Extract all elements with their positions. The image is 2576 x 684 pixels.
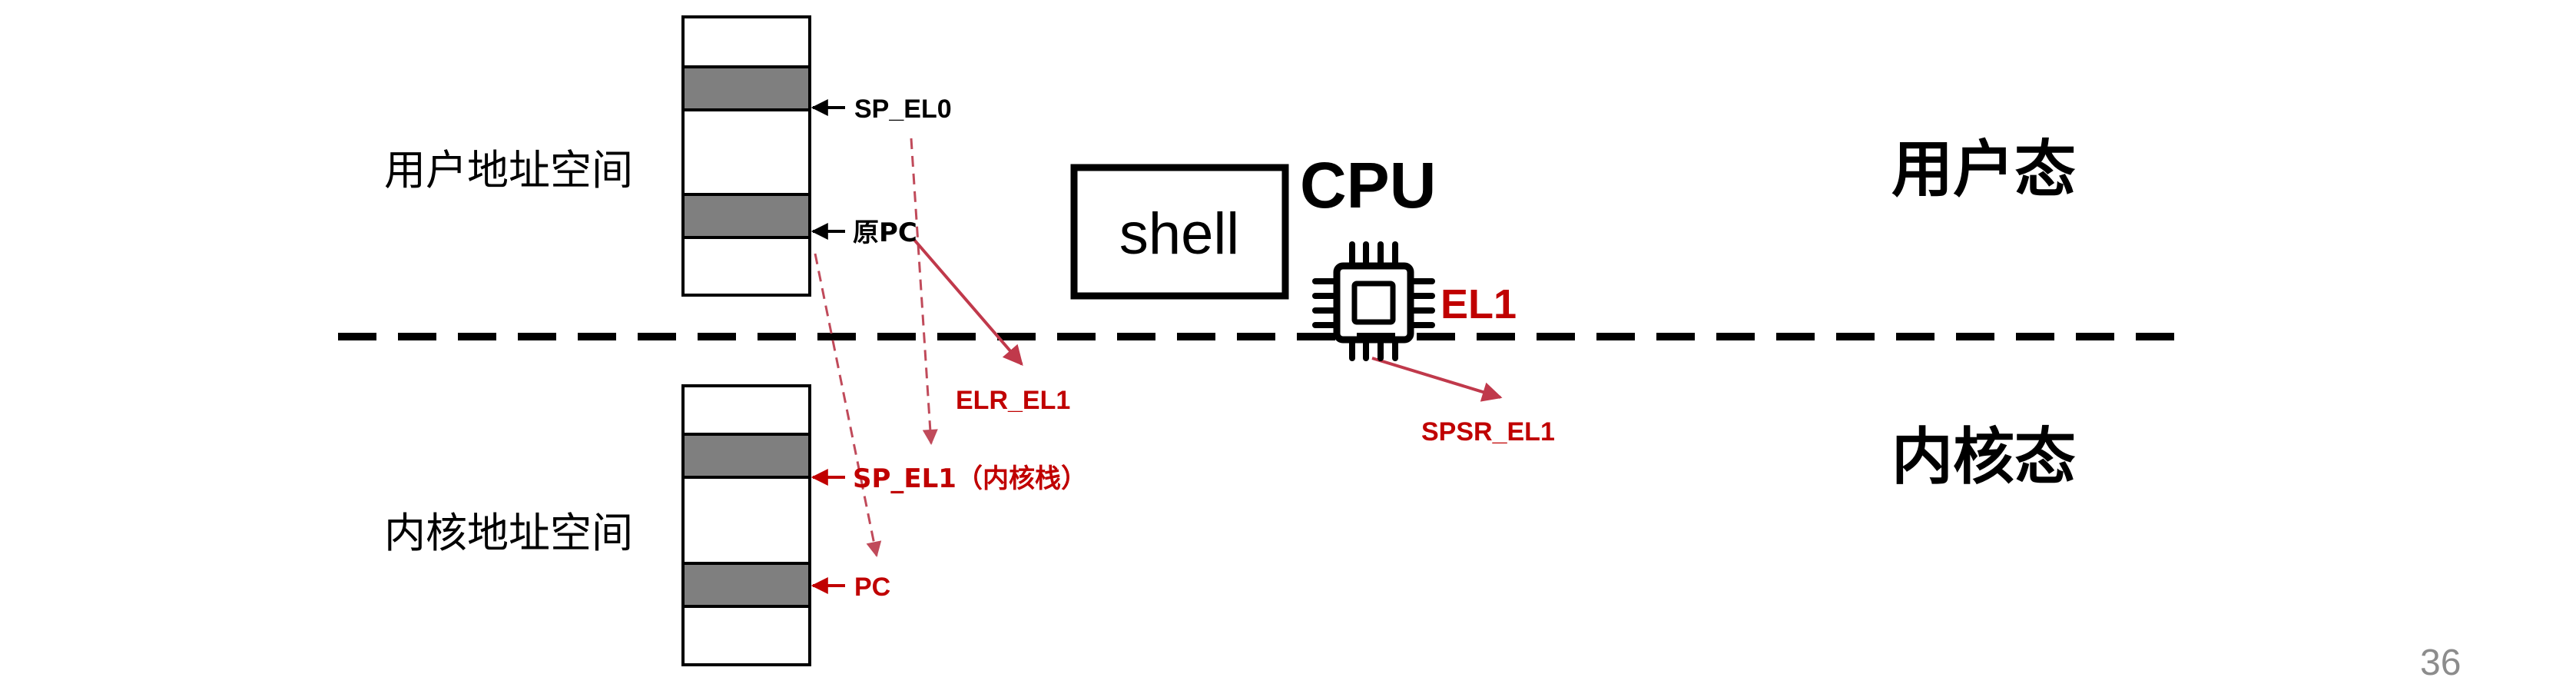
cpu-chip-icon	[1312, 241, 1435, 361]
orig-pc-to-elr-line	[913, 238, 1023, 366]
user-address-space-stack	[681, 15, 811, 297]
spsr-el1-label: SPSR_EL1	[1421, 417, 1555, 447]
elr-el1-label: ELR_EL1	[956, 386, 1070, 415]
kernel-stack-slot-pc	[681, 562, 811, 608]
sp-el1-label: SP_EL1（内核栈）	[853, 463, 1087, 494]
dashed-pc-save-line	[814, 253, 882, 557]
cpu-level-label: EL1	[1441, 281, 1517, 327]
kernel-mode-label: 内核态	[1891, 421, 2076, 493]
user-address-space-label: 用户地址空间	[384, 146, 633, 194]
dashed-sp-save-line	[910, 138, 938, 445]
cpu-to-spsr-line	[1371, 357, 1503, 402]
kernel-stack-slot-sp	[681, 433, 811, 479]
kernel-address-space-label: 内核地址空间	[384, 509, 633, 557]
user-stack-slot-sp	[681, 65, 811, 111]
pc-label: PC	[854, 573, 890, 602]
sp-el0-label: SP_EL0	[854, 95, 952, 124]
orig-pc-label: 原PC	[853, 217, 917, 248]
shell-box	[1070, 164, 1289, 300]
page-number: 36	[2420, 642, 2461, 683]
user-stack-slot-pc	[681, 193, 811, 239]
shell-label: shell	[1119, 201, 1239, 267]
kernel-address-space-stack	[681, 384, 811, 666]
cpu-title: CPU	[1300, 149, 1436, 221]
user-mode-label: 用户态	[1891, 134, 2076, 205]
